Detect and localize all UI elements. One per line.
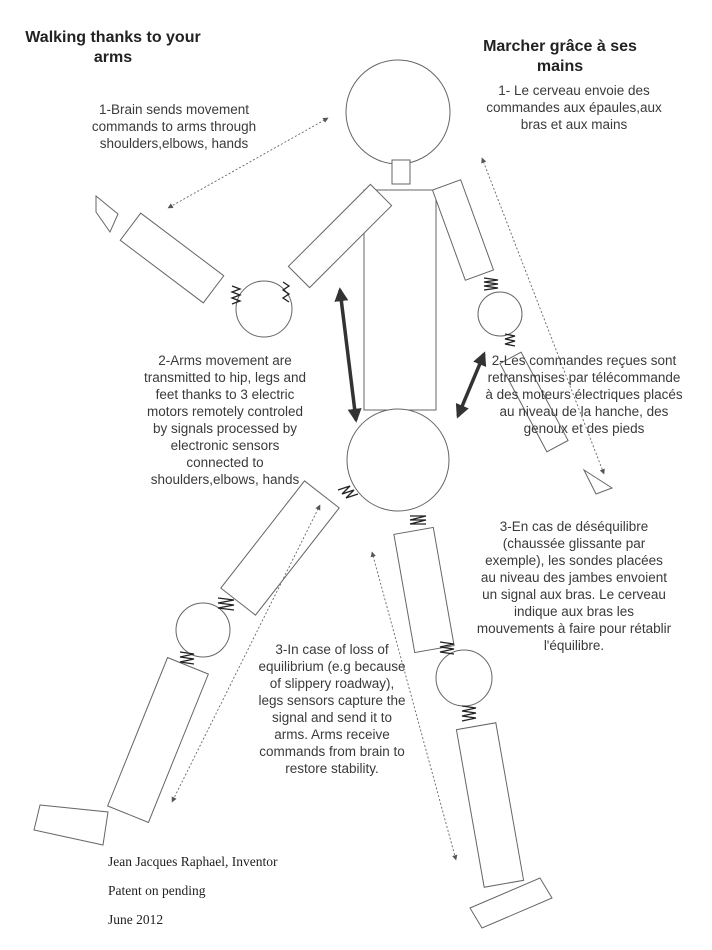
right-foot — [469, 877, 553, 929]
right-shin — [455, 722, 525, 888]
neck — [391, 159, 411, 185]
arrow-right-leg-sensor — [370, 551, 458, 861]
spring-right-elbow — [504, 333, 516, 347]
left-shin — [106, 656, 210, 824]
note-french-3: 3-En cas de déséquilibre (chaussée gliss… — [476, 519, 672, 653]
arrow-brain-to-left-arm — [167, 117, 329, 209]
right-hand — [582, 468, 614, 495]
left-foot — [33, 804, 109, 846]
bold-arrow-right — [455, 351, 487, 419]
spring-left-knee-bottom — [179, 651, 195, 665]
right-elbow — [477, 291, 523, 337]
spring-right-knee-bottom — [461, 705, 477, 722]
credit-patent: Patent on pending — [108, 883, 206, 898]
title-french: Marcher grâce à ses mains — [483, 38, 637, 75]
spring-left-elbow-outer — [230, 285, 242, 305]
spring-left-knee-top — [217, 597, 235, 611]
note-english-1: 1-Brain sends movement commands to arms … — [91, 102, 257, 151]
left-forearm — [119, 212, 225, 304]
spring-hip-right — [409, 515, 427, 525]
spring-left-elbow-inner — [281, 281, 291, 303]
title-english: Walking thanks to your arms — [25, 29, 201, 66]
spring-right-shoulder — [483, 277, 499, 291]
right-thigh — [393, 526, 455, 654]
spring-hip-left — [337, 485, 359, 499]
note-french-2: 2-Les commandes reçues sont retransmises… — [485, 353, 683, 436]
left-upper-arm — [287, 183, 393, 289]
head — [345, 59, 451, 165]
note-french-1: 1- Le cerveau envoie des commandes aux é… — [486, 83, 662, 132]
arrow-left-leg-to-arm — [171, 504, 321, 803]
left-knee — [175, 602, 231, 658]
right-knee — [435, 649, 493, 707]
left-elbow — [235, 280, 293, 338]
pelvis — [346, 408, 450, 512]
left-thigh — [220, 480, 340, 616]
note-english-3: 3-In case of loss of equilibrium (e.g be… — [258, 642, 406, 776]
credit-inventor: Jean Jacques Raphael, Inventor — [108, 854, 278, 869]
left-hand — [95, 194, 119, 234]
right-upper-arm — [431, 179, 495, 281]
note-english-2: 2-Arms movement are transmitted to hip, … — [143, 353, 307, 487]
bold-arrow-left — [334, 287, 362, 423]
credit-date: June 2012 — [108, 912, 164, 927]
arrow-brain-to-right-arm — [481, 157, 605, 475]
